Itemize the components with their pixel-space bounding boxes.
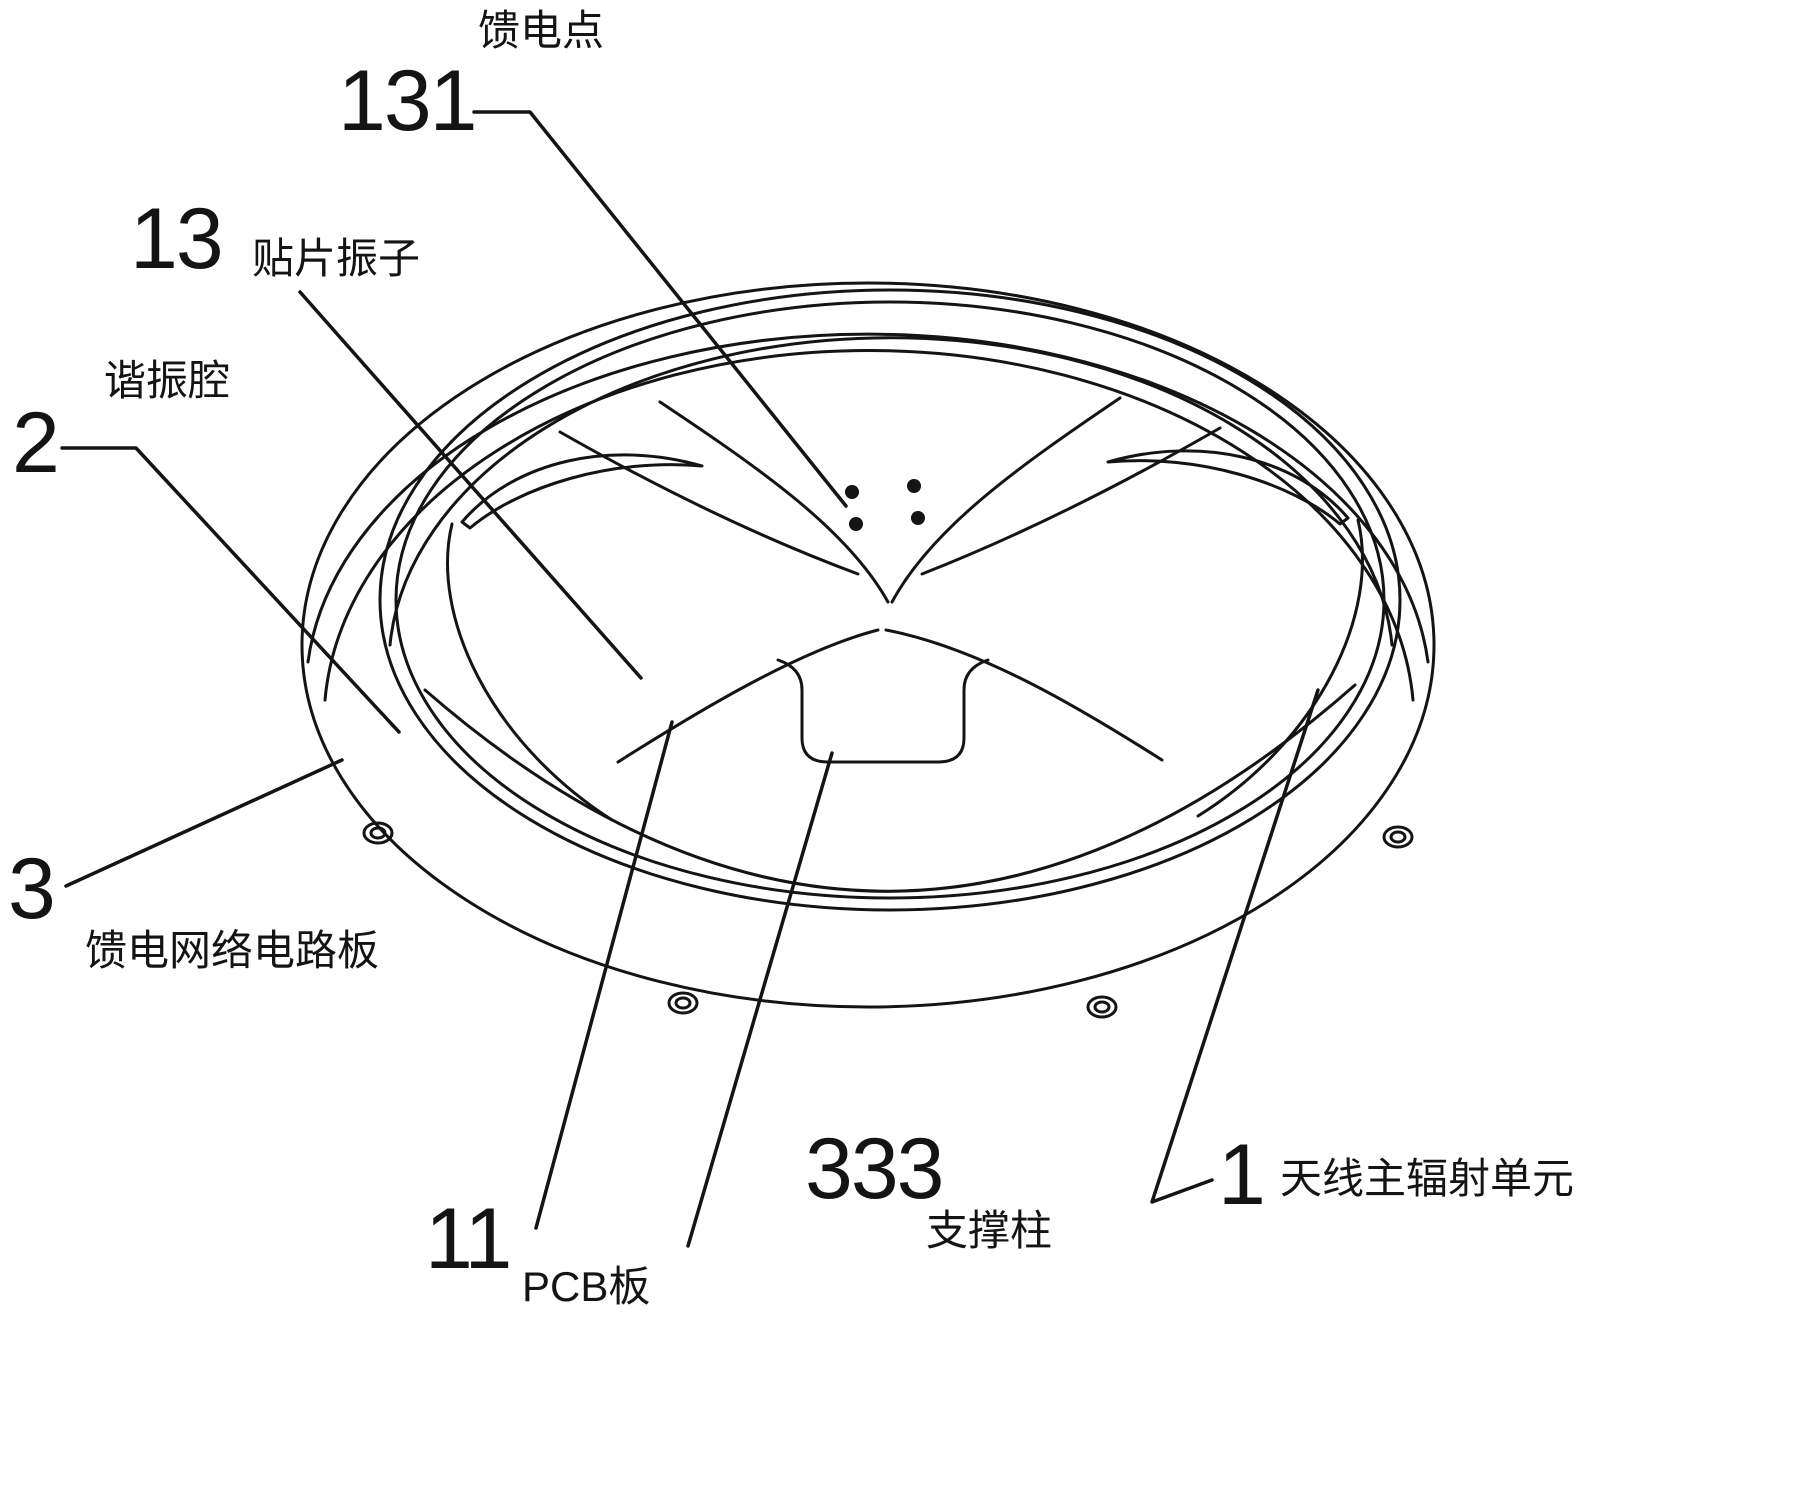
left-petal-crescent xyxy=(460,453,704,530)
callout-label-resonant-cavity: 谐振腔 xyxy=(104,357,231,404)
bolt-holes-group xyxy=(362,821,1414,1019)
callout-number-1: 1 xyxy=(1218,1127,1266,1223)
bolt-hole xyxy=(1093,1000,1111,1014)
flange-bottom-edge xyxy=(323,349,1415,702)
dome-bottom-silhouette xyxy=(423,683,1357,893)
bolt-hole xyxy=(667,991,699,1015)
dome-groove-upper-left xyxy=(658,400,890,604)
bolt-hole xyxy=(369,826,387,840)
cavity-wall-base xyxy=(388,336,1394,647)
feed-points-group xyxy=(845,479,925,531)
bolt-hole xyxy=(1382,825,1414,849)
leader-line-13 xyxy=(298,290,643,680)
leader-line-2 xyxy=(60,446,401,734)
feed-point-dot xyxy=(911,511,925,525)
dome-group xyxy=(423,396,1364,893)
callout-label-feed-point: 馈电点 xyxy=(478,7,605,54)
flange-outer-chamfer xyxy=(306,332,1430,664)
feed-point-dot xyxy=(849,517,863,531)
callout-label-pcb-board: PCB板 xyxy=(522,1263,651,1310)
leader-line-11 xyxy=(534,720,674,1230)
flange-outer-edge xyxy=(300,281,1436,1009)
left-petal-outer-edge xyxy=(446,522,614,822)
bolt-hole xyxy=(1389,830,1407,844)
callout-number-3: 3 xyxy=(8,841,56,937)
callout-label-main-radiating-unit: 天线主辐射单元 xyxy=(1280,1155,1575,1202)
callout-label-patch-element: 贴片振子 xyxy=(252,235,421,282)
leader-line-3 xyxy=(64,758,344,888)
bolt-hole xyxy=(1086,995,1118,1019)
bolt-hole xyxy=(674,996,692,1010)
cavity-group xyxy=(378,288,1402,912)
callout-number-2: 2 xyxy=(12,395,60,491)
leader-lines-group xyxy=(60,110,1320,1248)
callout-number-131: 131 xyxy=(338,53,477,149)
front-petal-right-edge xyxy=(884,628,1164,762)
callout-number-11: 11 xyxy=(425,1191,512,1287)
bolt-hole xyxy=(362,821,394,845)
feed-point-dot xyxy=(845,485,859,499)
cavity-rim-outer xyxy=(378,288,1402,912)
right-petal-crescent xyxy=(1106,449,1350,526)
leader-line-333 xyxy=(686,751,834,1248)
callout-label-feed-network-board: 馈电网络电路板 xyxy=(85,927,380,974)
feed-point-dot xyxy=(907,479,921,493)
dome-groove-upper-right xyxy=(890,396,1122,604)
flange-group xyxy=(300,281,1436,1009)
right-petal-outer-edge xyxy=(1196,518,1364,818)
leader-line-131 xyxy=(472,110,848,508)
support-notch xyxy=(776,658,990,764)
cavity-rim-inner xyxy=(394,300,1386,900)
dome-channel-upper-left-outer xyxy=(558,430,860,576)
leader-line-1 xyxy=(1150,688,1320,1204)
callout-number-333: 333 xyxy=(805,1121,944,1217)
callout-label-support-column: 支撑柱 xyxy=(926,1207,1053,1254)
callout-number-13: 13 xyxy=(130,191,224,287)
front-petal-left-edge xyxy=(616,628,880,764)
